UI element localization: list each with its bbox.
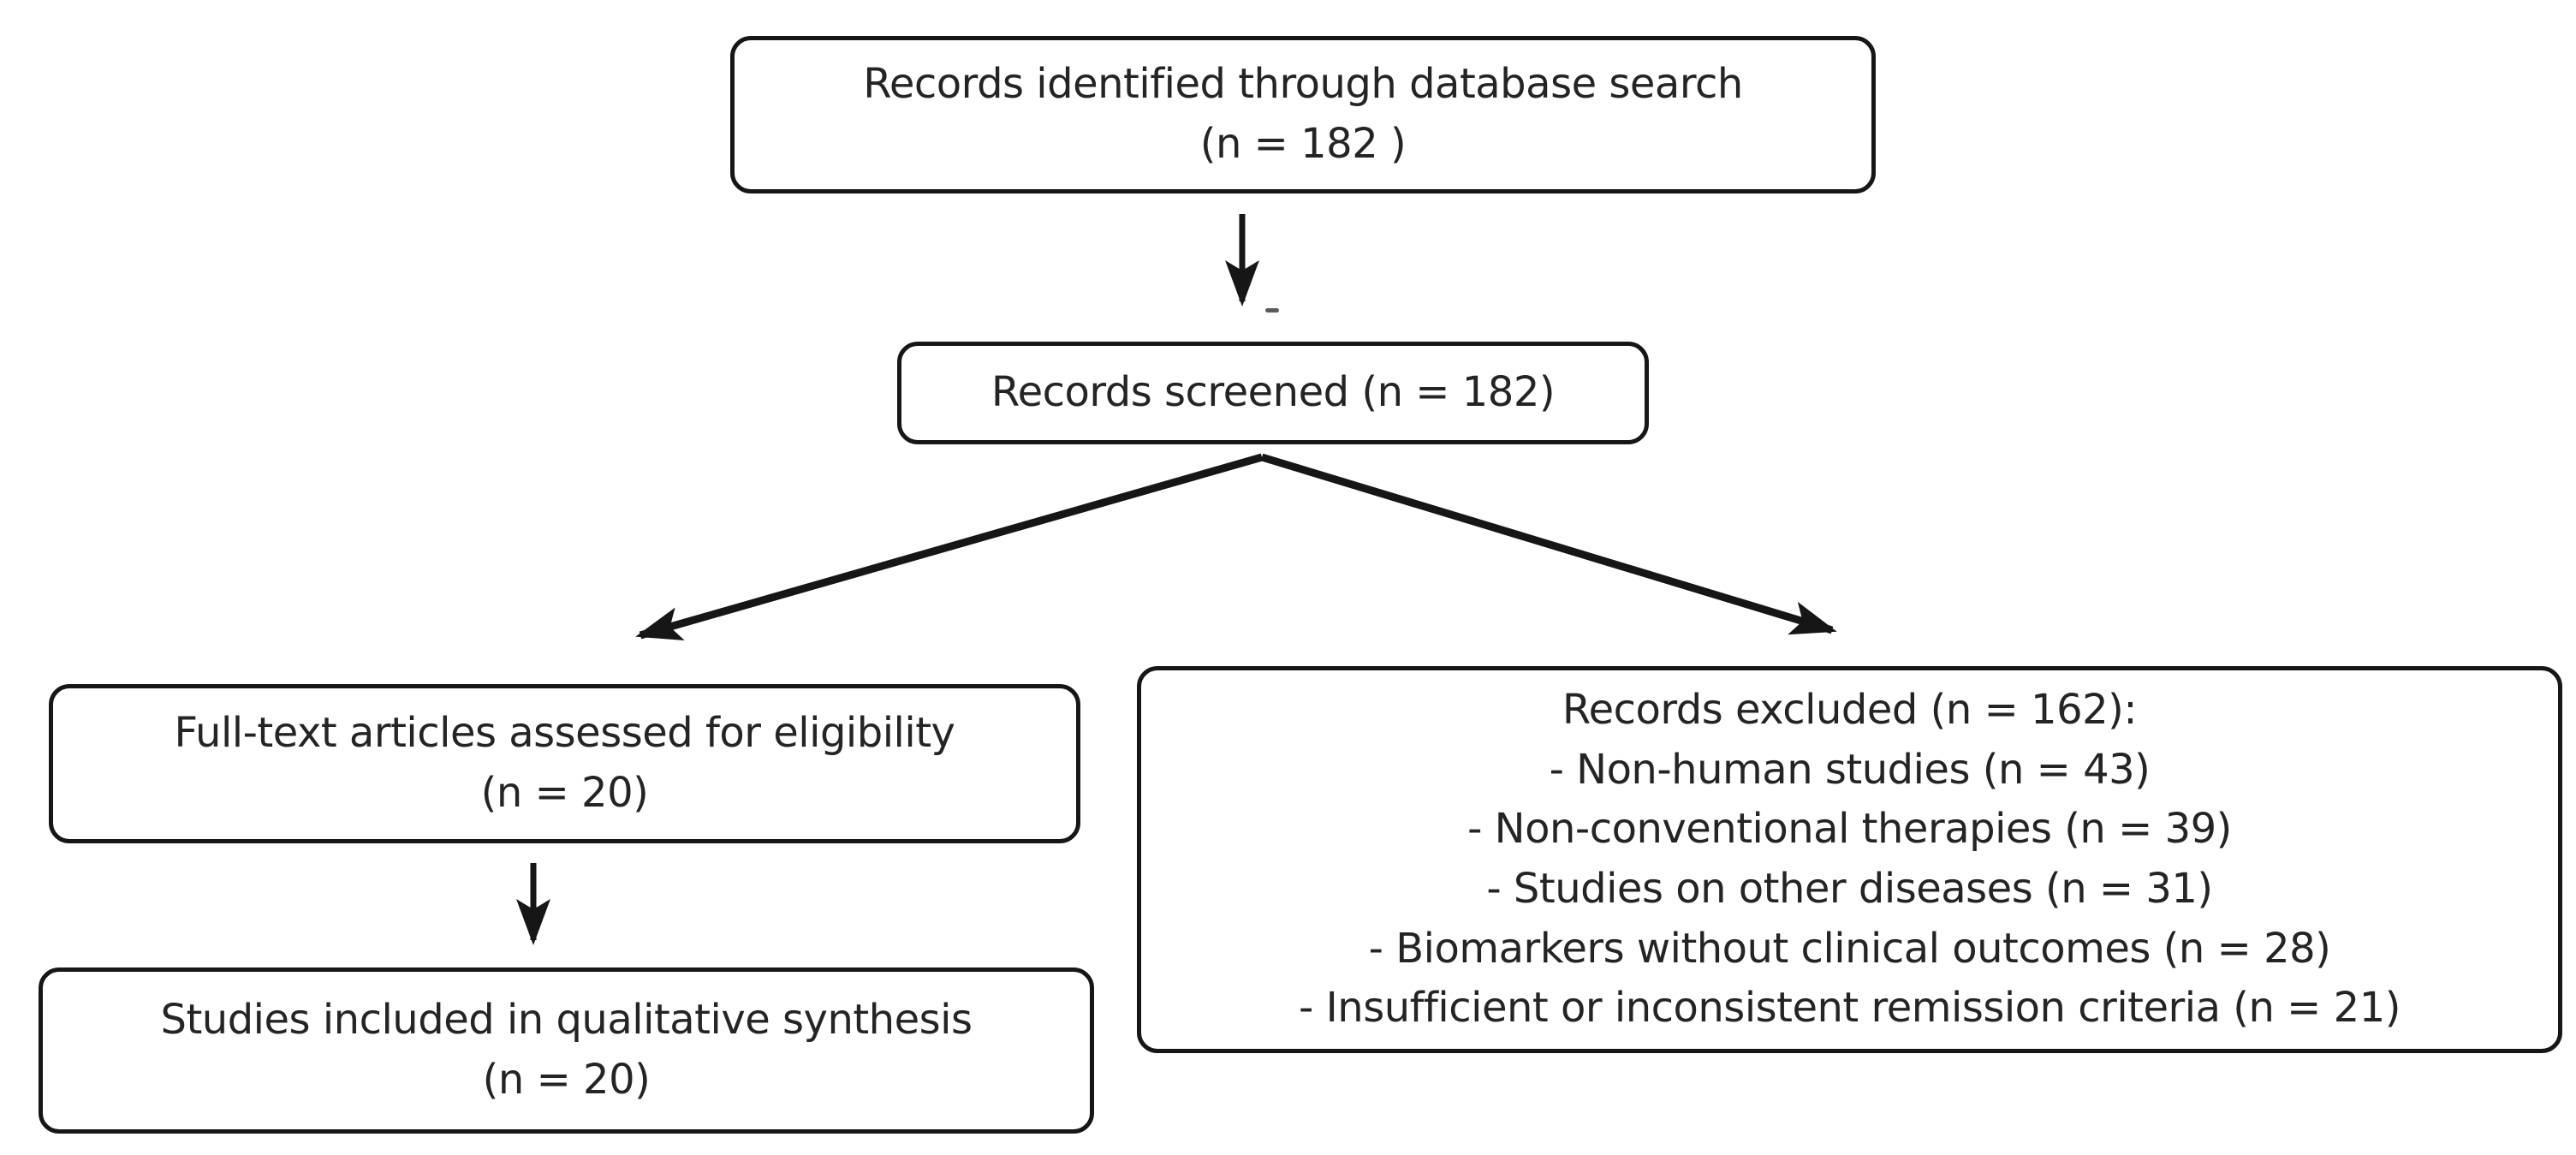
- studies-included-count: (n = 20): [482, 1056, 651, 1104]
- studies-included-label: Studies included in qualitative synthesi…: [160, 996, 973, 1045]
- arrow-screened-to-fulltext: [635, 453, 1264, 641]
- box-records-screened: Records screened (n = 182): [897, 342, 1649, 444]
- fulltext-assessed-count: (n = 20): [480, 769, 649, 817]
- records-screened-label: Records screened (n = 182): [991, 368, 1556, 417]
- box-records-identified: Records identified through database sear…: [730, 36, 1876, 193]
- box-records-excluded: Records excluded (n = 162): - Non-human …: [1137, 666, 2562, 1053]
- box-fulltext-assessed: Full-text articles assessed for eligibil…: [49, 684, 1080, 843]
- box-studies-included: Studies included in qualitative synthesi…: [39, 967, 1094, 1134]
- records-identified-count: (n = 182 ): [1199, 120, 1407, 168]
- excluded-item: - Studies on other diseases (n = 31): [1486, 865, 2213, 913]
- excluded-item: - Non-human studies (n = 43): [1549, 745, 2151, 794]
- stray-mark: [1265, 308, 1279, 313]
- excluded-item: - Non-conventional therapies (n = 39): [1467, 805, 2232, 854]
- fulltext-assessed-label: Full-text articles assessed for eligibil…: [174, 709, 955, 758]
- records-identified-label: Records identified through database sear…: [863, 60, 1743, 109]
- arrow-screened-to-excluded: [1260, 453, 1837, 635]
- records-excluded-header: Records excluded (n = 162):: [1562, 686, 2138, 735]
- excluded-item: - Insufficient or inconsistent remission…: [1299, 984, 2400, 1033]
- excluded-item: - Biomarkers without clinical outcomes (…: [1368, 924, 2331, 973]
